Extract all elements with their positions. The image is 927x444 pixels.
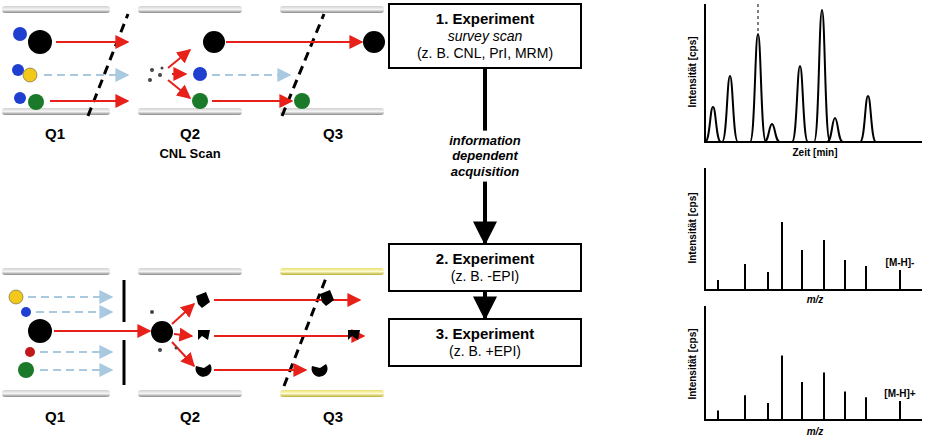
ion-label: [M-H]+ (884, 388, 915, 399)
quadrupole-rods (2, 268, 384, 397)
box-heading: 3. Experiment (396, 325, 574, 343)
ions (9, 290, 360, 378)
quadrupole-label: Q3 (323, 408, 343, 425)
box-text: survey scan (396, 28, 574, 45)
ions (12, 27, 385, 110)
box-text: (z. B. -EPI) (396, 268, 574, 285)
quadrupole-label: Q2 (180, 408, 200, 425)
ion-label: [M-H]- (886, 257, 915, 268)
chromatogram-peaks (705, 10, 876, 142)
axis-label: Intensität [cps] (687, 36, 698, 107)
spectrum-bars (718, 222, 900, 420)
quadrupole-label: Q3 (323, 125, 343, 142)
quadrupole-rods (2, 6, 384, 115)
box-text: (z. B. CNL, PrI, MRM) (396, 45, 574, 62)
ion-arrows (28, 297, 428, 370)
edge-label: information dependent acquisition (426, 130, 544, 181)
process-box: 3. Experiment(z. B. +EPI) (388, 318, 582, 367)
ion-arrows (44, 42, 362, 101)
process-box: 2. Experiment(z. B. -EPI) (388, 243, 582, 292)
axis-label: Intensität [cps] (687, 192, 698, 263)
quadrupole-label: Q1 (45, 125, 65, 142)
axis-label: Intensität [cps] (687, 328, 698, 399)
scan-mode-label: CNL Scan (159, 146, 220, 161)
quadrupole-label: Q1 (45, 408, 65, 425)
box-heading: 2. Experiment (396, 250, 574, 268)
flow-arrow (483, 292, 487, 318)
axis-label: m/z (807, 294, 824, 305)
q1-aperture (123, 280, 126, 385)
box-text: (z. B. +EPI) (396, 343, 574, 360)
box-heading: 1. Experiment (396, 10, 574, 28)
axis-label: m/z (807, 426, 824, 437)
chart-axes (705, 4, 922, 420)
process-box: 1. Experimentsurvey scan(z. B. CNL, PrI,… (388, 3, 582, 69)
quadrupole-label: Q2 (180, 125, 200, 142)
axis-label: Zeit [min] (793, 147, 838, 158)
